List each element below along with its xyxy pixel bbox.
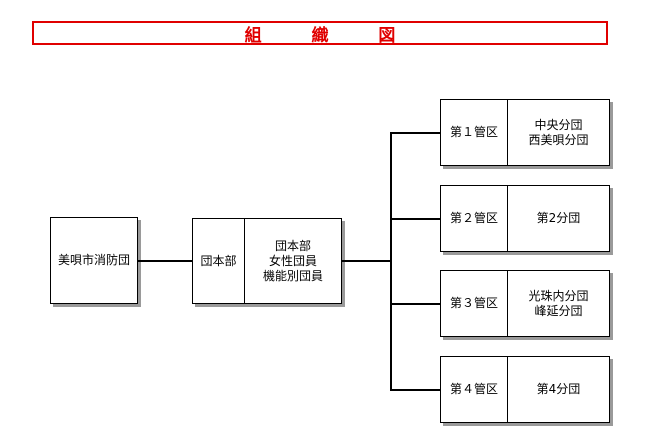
district-label-cell: 第３管区 [441, 271, 508, 336]
district-label-cell: 第１管区 [441, 100, 508, 165]
district-node-2: 第２管区 第2分団 [440, 185, 610, 252]
district-node-1: 第１管区 中央分団 西美唄分団 [440, 99, 610, 166]
page-title: 組 織 図 [244, 25, 418, 46]
district-label-cell: 第２管区 [441, 186, 508, 251]
district-units: 光珠内分団 峰延分団 [528, 288, 589, 318]
district-label: 第３管区 [449, 296, 498, 310]
district-label: 第４管区 [449, 382, 498, 396]
district-units: 中央分団 西美唄分団 [528, 117, 589, 147]
hq-members-cell: 団本部 女性団員 機能別団員 [245, 219, 341, 303]
root-node-label: 美唄市消防団 [57, 253, 130, 267]
district-node-4: 第４管区 第4分団 [440, 356, 610, 423]
connector-hq-trunk [342, 260, 390, 262]
branch-district-1 [390, 132, 440, 134]
district-label: 第２管区 [449, 211, 498, 225]
hq-node: 団本部 団本部 女性団員 機能別団員 [192, 218, 342, 304]
root-node: 美唄市消防団 [50, 217, 138, 304]
district-label: 第１管区 [449, 125, 498, 139]
district-units: 第2分団 [536, 211, 581, 225]
district-units: 第4分団 [536, 382, 581, 396]
district-units-cell: 第4分団 [508, 357, 609, 422]
title-banner: 組 織 図 [32, 21, 608, 46]
connector-root-hq [138, 260, 192, 262]
branch-district-4 [390, 389, 440, 391]
district-label-cell: 第４管区 [441, 357, 508, 422]
district-node-3: 第３管区 光珠内分団 峰延分団 [440, 270, 610, 337]
district-units-cell: 中央分団 西美唄分団 [508, 100, 609, 165]
trunk-line [390, 132, 392, 390]
branch-district-2 [390, 218, 440, 220]
hq-label-cell: 団本部 [193, 219, 245, 303]
hq-members: 団本部 女性団員 機能別団員 [262, 238, 323, 283]
district-units-cell: 第2分団 [508, 186, 609, 251]
branch-district-3 [390, 303, 440, 305]
district-units-cell: 光珠内分団 峰延分団 [508, 271, 609, 336]
hq-label: 団本部 [200, 253, 237, 268]
